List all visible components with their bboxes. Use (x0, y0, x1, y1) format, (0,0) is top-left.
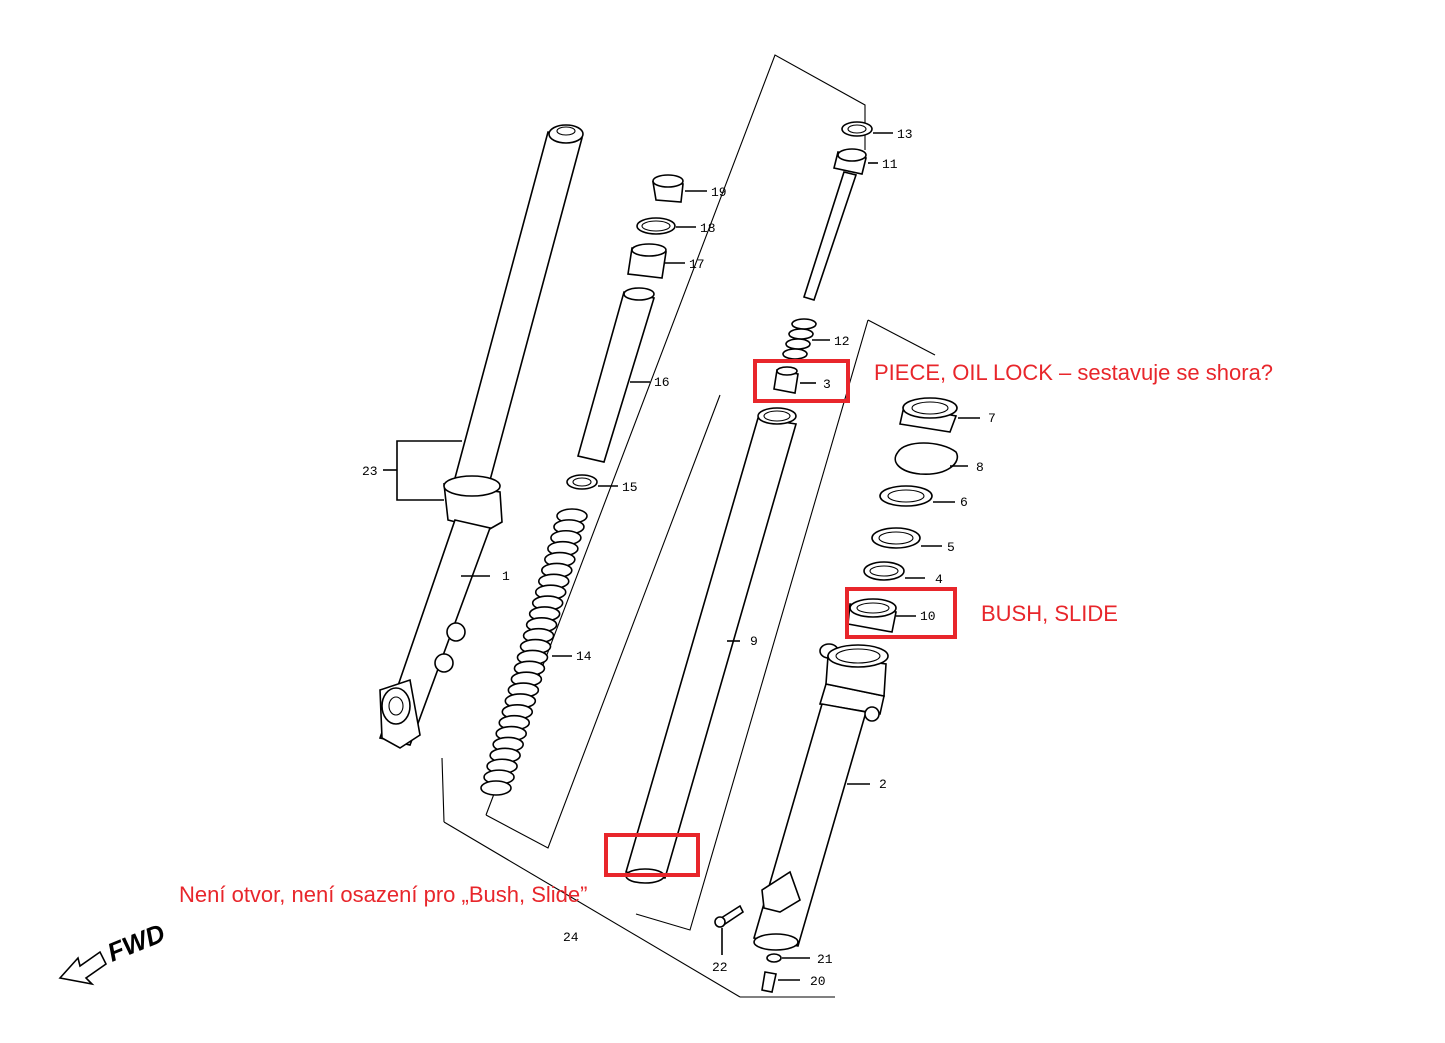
label-part-14: 14 (576, 649, 592, 664)
part-3-oil-lock-piece (773, 366, 816, 394)
part-13-ring (841, 121, 893, 137)
annotation-no-hole: Není otvor, není osazení pro „Bush, Slid… (179, 882, 588, 907)
part-22-bolt (714, 904, 745, 955)
part-10-slide-bush (847, 598, 916, 633)
part-16-pipe (577, 287, 656, 463)
annotation-oil-lock: PIECE, OIL LOCK – sestavuje se shora? (874, 360, 1274, 385)
label-part-20: 20 (810, 974, 826, 989)
label-part-23: 23 (362, 464, 378, 479)
label-part-7: 7 (988, 411, 996, 426)
label-part-18: 18 (700, 221, 716, 236)
part-18-o-ring (636, 217, 696, 235)
part-4-guide-bush (863, 561, 925, 581)
label-part-3: 3 (823, 377, 831, 392)
highlight-bush-slide (845, 587, 957, 639)
label-part-4: 4 (935, 572, 943, 587)
label-part-12: 12 (834, 334, 850, 349)
label-part-1: 1 (502, 569, 510, 584)
label-part-15: 15 (622, 480, 638, 495)
label-part-13: 13 (897, 127, 913, 142)
part-11-damper-rod (802, 148, 878, 301)
part-19-cap-bolt (652, 174, 707, 203)
part-2-outer-tube (752, 643, 889, 951)
highlight-tube-bottom (604, 833, 700, 877)
part-20-bolt (761, 971, 800, 993)
label-part-22: 22 (712, 960, 728, 975)
label-part-11: 11 (882, 157, 898, 172)
highlight-boxes (604, 359, 957, 877)
label-part-24: 24 (563, 930, 579, 945)
fwd-arrow-icon: FWD (58, 917, 169, 986)
label-part-2: 2 (879, 777, 887, 792)
group-outline-24 (441, 54, 936, 998)
part-12-rebound-spring (782, 318, 830, 360)
label-part-5: 5 (947, 540, 955, 555)
part-7-dust-seal (899, 397, 980, 433)
part-15-seat (566, 474, 618, 490)
label-part-6: 6 (960, 495, 968, 510)
annotation-bush-slide: BUSH, SLIDE (981, 601, 1118, 626)
part-1-fork-tube (378, 124, 584, 749)
part-labels: 1 2 3 4 5 6 7 8 9 10 11 12 13 14 15 16 1… (362, 127, 996, 989)
part-5-washer (871, 527, 942, 549)
label-part-16: 16 (654, 375, 670, 390)
label-part-8: 8 (976, 460, 984, 475)
part-17-spacer (627, 243, 685, 279)
spring-coil (480, 780, 512, 796)
part-8-stopper-ring (894, 442, 968, 475)
highlight-oil-lock (753, 359, 850, 403)
fwd-label: FWD (103, 917, 169, 967)
label-part-9: 9 (750, 634, 758, 649)
label-part-17: 17 (689, 257, 705, 272)
part-14-spring (480, 508, 588, 796)
label-part-21: 21 (817, 952, 833, 967)
part-6-oil-seal (879, 485, 955, 507)
label-part-10: 10 (920, 609, 936, 624)
part-21-washer (766, 953, 810, 963)
bracket-23 (383, 440, 462, 501)
label-part-19: 19 (711, 185, 727, 200)
part-9-inner-tube (624, 407, 798, 884)
